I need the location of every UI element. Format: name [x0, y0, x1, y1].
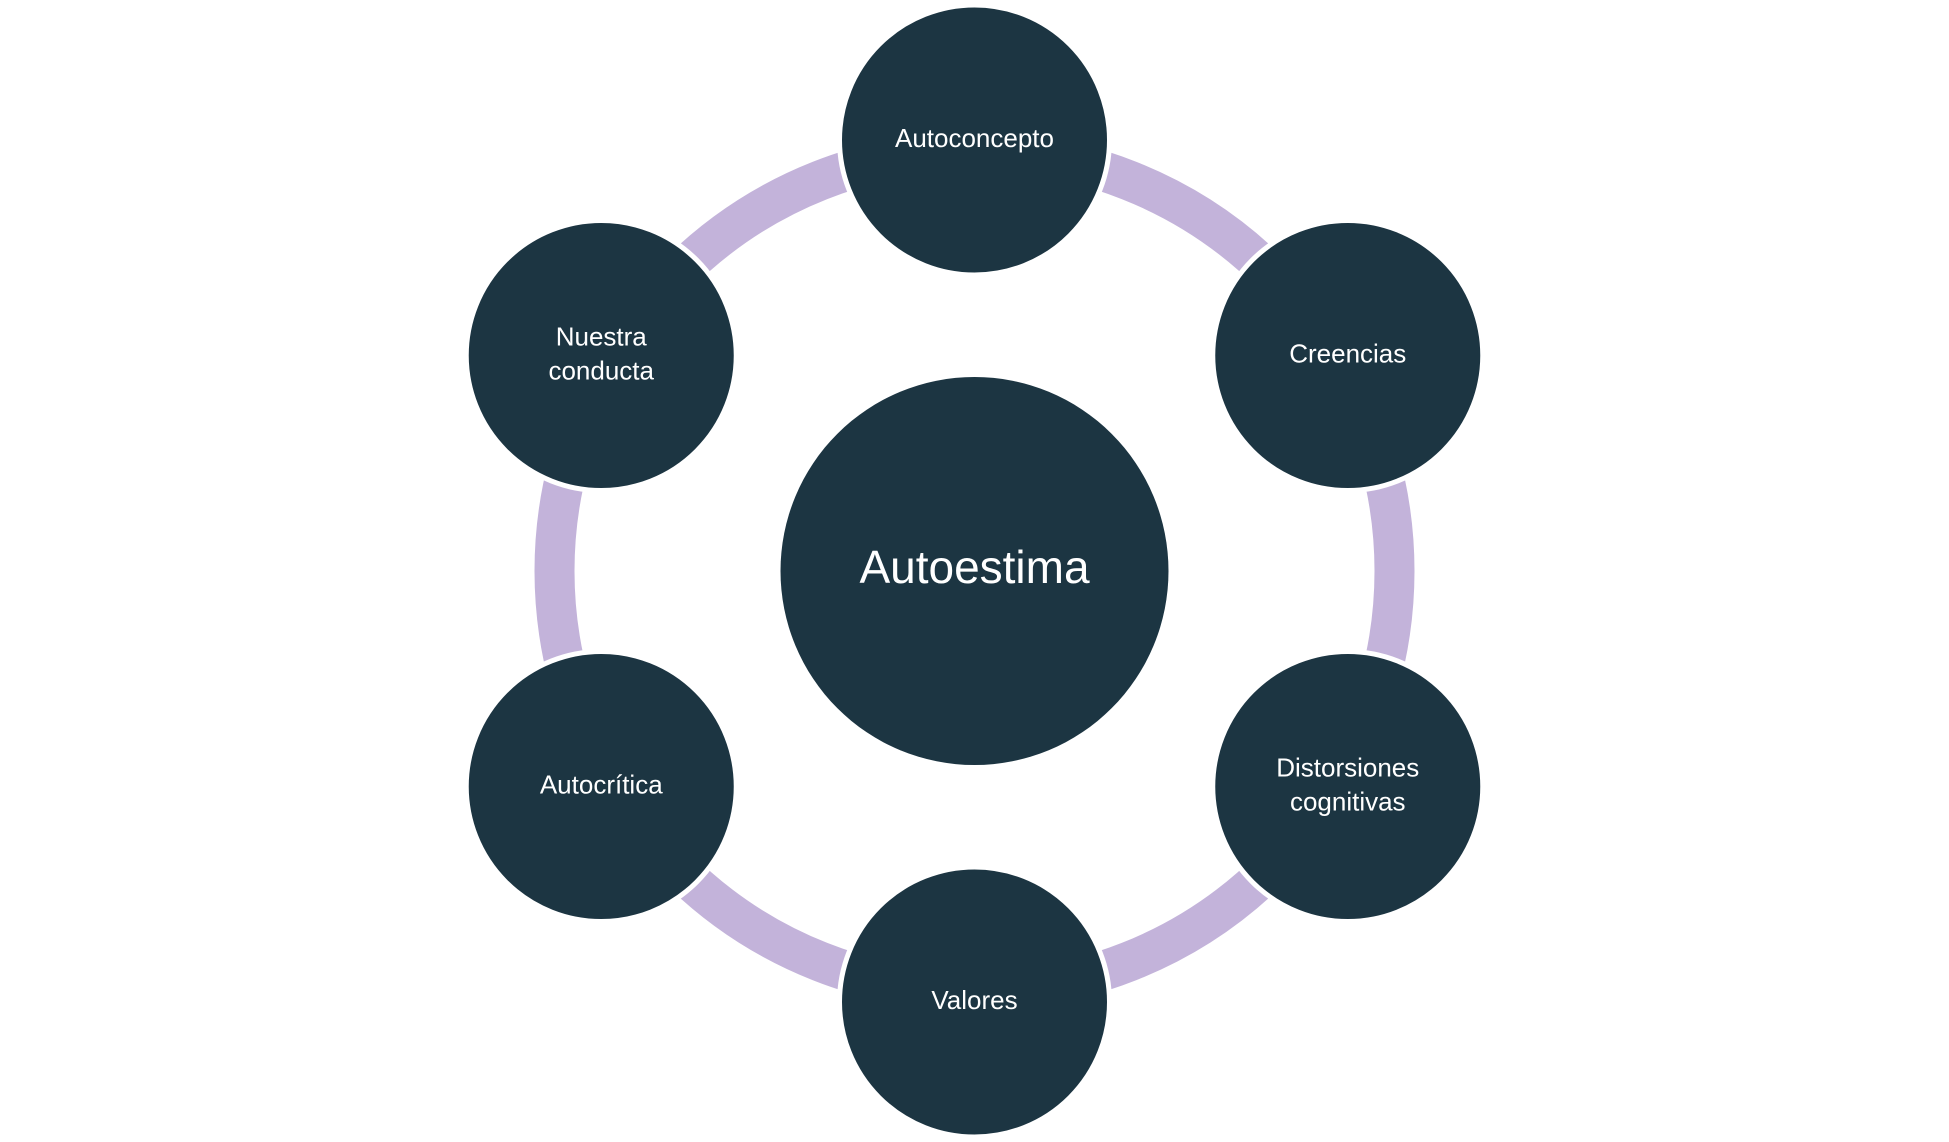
- node-label: Valores: [931, 985, 1017, 1015]
- node-valores: Valores: [837, 864, 1112, 1140]
- node-label: Creencias: [1289, 338, 1406, 368]
- node-autoconcepto: Autoconcepto: [837, 2, 1112, 278]
- center-circle: [780, 377, 1169, 765]
- node-label: Distorsiones: [1276, 752, 1419, 782]
- node-distorsiones-cognitivas: Distorsiones cognitivas: [1210, 649, 1486, 924]
- node-nuestra-conducta: Nuestra conducta: [463, 218, 739, 493]
- node-creencias: Creencias: [1210, 218, 1486, 493]
- node-circle: [463, 649, 739, 924]
- node-autocritica: Autocrítica: [463, 649, 739, 924]
- node-label: cognitivas: [1290, 786, 1406, 816]
- node-label: Autoconcepto: [895, 123, 1054, 153]
- node-label: conducta: [548, 355, 654, 385]
- node-circle: [837, 2, 1112, 278]
- node-circle: [1210, 649, 1486, 924]
- center-node: Autoestima: [780, 377, 1169, 765]
- center-label: Autoestima: [859, 541, 1090, 593]
- node-label: Nuestra: [556, 321, 648, 351]
- node-circle: [837, 864, 1112, 1140]
- node-circle: [463, 218, 739, 493]
- node-circle: [1210, 218, 1486, 493]
- node-label: Autocrítica: [540, 769, 663, 799]
